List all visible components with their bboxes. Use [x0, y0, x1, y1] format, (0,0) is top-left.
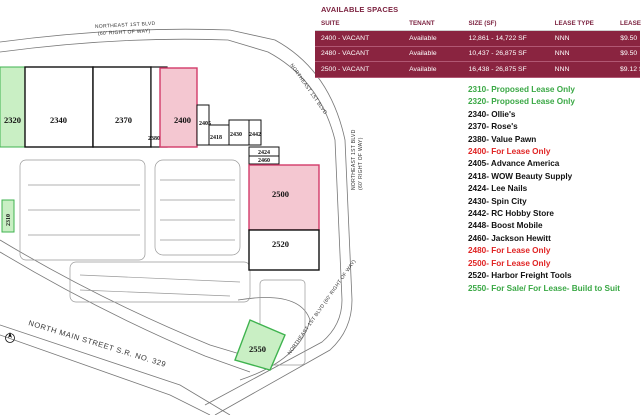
- unit-2310-label: 2310: [6, 214, 12, 226]
- cell-tenant: Available: [409, 50, 437, 58]
- legend-item-2500: 2500- For Lease Only: [468, 258, 551, 268]
- legend-item-2370: 2370- Rose's: [468, 122, 518, 132]
- table-row: 2480 - VACANT Available 10,437 - 26,875 …: [315, 46, 640, 62]
- unit-2500-label: 2500: [272, 189, 289, 199]
- cell-rate: $9.50: [620, 34, 638, 42]
- col-suite: SUITE: [321, 20, 340, 27]
- unit-2370-label: 2370: [115, 115, 132, 125]
- cell-type: NNN: [554, 65, 570, 73]
- road-ne-blvd-right-sub: (60' RIGHT OF WAY): [358, 137, 364, 190]
- unit-2550-label: 2550: [249, 344, 266, 354]
- cell-size: 10,437 - 26,875 SF: [468, 50, 527, 58]
- unit-2380-label: 2380: [148, 136, 160, 142]
- road-north-main: NORTH MAIN STREET S.R. NO. 329: [27, 318, 167, 369]
- cell-suite: 2480 - VACANT: [321, 50, 370, 58]
- legend-item-2520: 2520- Harbor Freight Tools: [468, 271, 572, 281]
- legend-item-2448: 2448- Boost Mobile: [468, 221, 543, 231]
- unit-2418-label: 2418: [210, 135, 222, 141]
- cell-suite: 2400 - VACANT: [321, 34, 370, 42]
- cell-tenant: Available: [409, 34, 437, 42]
- table-row: 2400 - VACANT Available 12,861 - 14,722 …: [315, 31, 640, 47]
- road-ne-blvd-top: NORTHEAST 1ST BLVD: [95, 21, 156, 30]
- col-size: SIZE (SF): [468, 20, 497, 27]
- legend-item-2340: 2340- Ollie's: [468, 109, 516, 119]
- north-arrow-icon: [5, 332, 15, 343]
- table-header: SUITE TENANT SIZE (SF) LEASE TYPE LEASE: [315, 18, 641, 31]
- cell-rate: $9.50: [620, 50, 638, 58]
- unit-2340-label: 2340: [50, 115, 67, 125]
- road-ne-blvd-right: NORTHEAST 1ST BLVD: [351, 129, 357, 190]
- available-spaces-title: AVAILABLE SPACES: [321, 5, 399, 14]
- legend-item-2460: 2460- Jackson Hewitt: [468, 233, 551, 243]
- cell-tenant: Available: [409, 65, 437, 73]
- legend-item-2418: 2418- WOW Beauty Supply: [468, 171, 573, 181]
- table-row: 2500 - VACANT Available 16,438 - 26,875 …: [315, 62, 643, 78]
- legend-item-2424: 2424- Lee Nails: [468, 184, 528, 194]
- cell-type: NNN: [554, 50, 570, 58]
- col-lease-type: LEASE TYPE: [554, 20, 594, 27]
- cell-type: NNN: [554, 34, 570, 42]
- legend-item-2320: 2320- Proposed Lease Only: [468, 97, 575, 107]
- unit-2442-label: 2442: [249, 132, 261, 138]
- cell-suite: 2500 - VACANT: [321, 65, 370, 73]
- col-tenant: TENANT: [409, 20, 435, 27]
- legend-item-2400: 2400- For Lease Only: [468, 147, 551, 157]
- col-lease: LEASE: [620, 20, 641, 27]
- unit-2320-label: 2320: [4, 115, 21, 125]
- unit-2460-label: 2460: [258, 158, 270, 164]
- legend-item-2480: 2480- For Lease Only: [468, 246, 551, 256]
- legend-item-2430: 2430- Spin City: [468, 196, 527, 206]
- legend-item-2380: 2380- Value Pawn: [468, 134, 537, 144]
- unit-2405-label: 2405: [199, 121, 211, 127]
- available-spaces-table: AVAILABLE SPACES SUITE TENANT SIZE (SF) …: [315, 0, 643, 78]
- parking-lots: [19, 159, 306, 366]
- cell-size: 12,861 - 14,722 SF: [468, 34, 527, 42]
- road-outlines: [0, 28, 353, 415]
- unit-2430-label: 2430: [230, 132, 242, 138]
- tenant-legend: 2310- Proposed Lease Only 2320- Proposed…: [468, 84, 640, 295]
- unit-2424-label: 2424: [258, 150, 270, 156]
- unit-2400-label: 2400: [174, 115, 191, 125]
- legend-item-2310: 2310- Proposed Lease Only: [468, 85, 575, 94]
- unit-2520-label: 2520: [272, 239, 289, 249]
- legend-item-2442: 2442- RC Hobby Store: [468, 209, 554, 219]
- legend-item-2405: 2405- Advance America: [468, 159, 560, 169]
- road-ne-blvd-top-sub: (60' RIGHT OF WAY): [98, 28, 151, 37]
- legend-item-2550: 2550- For Sale/ For Lease- Build to Suit: [468, 283, 620, 293]
- cell-size: 16,438 - 26,875 SF: [468, 65, 527, 73]
- cell-rate: $9.12 S: [620, 65, 643, 73]
